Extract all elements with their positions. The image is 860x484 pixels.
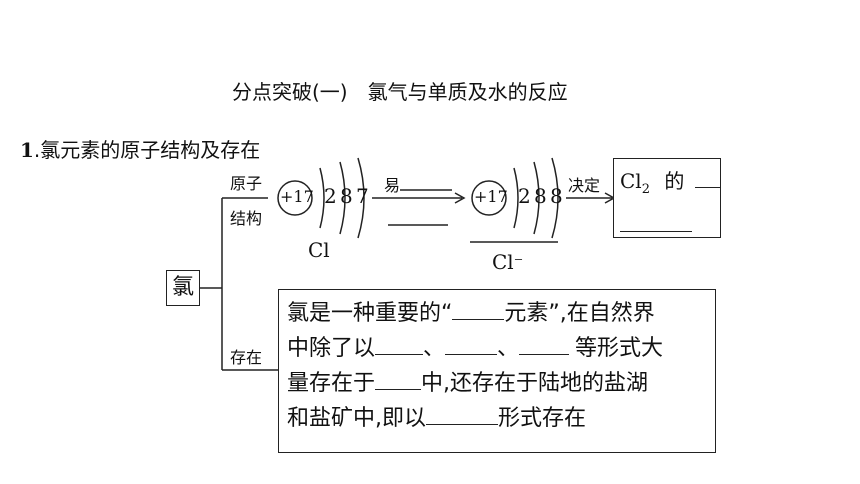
cl-ion-shell-1: 2 [518,184,531,208]
branch-label-structure-2: 结构 [230,209,263,228]
existence-text: 、 [497,336,520,362]
blank-existence-5 [375,366,422,391]
existence-text: 中除了以 [287,336,376,362]
cl-ion-charge: ⁻ [513,253,524,274]
existence-text: 中,还存在于陆地的盐湖 [421,371,649,397]
result-formula-sub: 2 [641,182,650,197]
existence-line-4: 和盐矿中,即以 形式存在 [287,401,707,436]
page-title: 分点突破(一) 氯气与单质及水的反应 [232,80,568,104]
blank-existence-6 [426,401,498,426]
section-heading-text: .氯元素的原子结构及存在 [33,138,261,162]
branch-label-structure-1: 原子 [230,174,263,193]
branch-label-existence: 存在 [230,348,263,367]
arrow-atom-to-ion-label: 易 [384,176,401,195]
existence-text: 氯是一种重要的“ [287,301,453,327]
existence-text: 形式存在 [498,406,587,432]
cl-ion-label: Cl⁻ [492,250,523,274]
cl-ion-shell-2-arc [533,161,540,235]
existence-box: 氯是一种重要的“ 元素”,在自然界 中除了以 、 、 等形式大 量存在于 中,还存在于陆地… [278,289,716,453]
existence-text: 、 [423,336,446,362]
cl-atom-shell-2-arc [339,161,346,235]
cl-atom-nucleus-circle [277,180,313,216]
root-element-box: 氯 [166,270,200,306]
blank-existence-2 [375,331,424,356]
result-formula: Cl [620,169,642,193]
existence-text: 元素”,在自然界 [504,301,655,327]
blank-existence-4 [519,331,570,356]
cl-ion-nucleus: +17 [474,187,508,206]
blank-existence-1 [452,296,505,321]
root-element-label: 氯 [171,275,194,300]
cl-atom-shell-1: 2 [324,184,337,208]
existence-line-3: 量存在于 中,还存在于陆地的盐湖 [287,366,707,401]
cl-atom-label: Cl [308,238,330,262]
cl-atom-shell-3: 7 [356,184,369,208]
cl-ion-symbol: Cl [492,250,514,274]
arrow-atom-to-ion-head [454,192,466,204]
blank-result-2 [620,211,692,232]
existence-text: 量存在于 [287,371,376,397]
result-box: Cl2 的 [613,158,721,238]
cl-atom-shell-1-arc [319,167,325,229]
cl-ion-shell-2: 8 [534,184,547,208]
section-number: 1 [20,138,34,162]
blank-result-1 [694,166,721,188]
existence-line-1: 氯是一种重要的“ 元素”,在自然界 [287,296,707,331]
result-suffix: 的 [664,169,685,193]
cl-atom-shell-2: 8 [340,184,353,208]
section-heading: 1.氯元素的原子结构及存在 [20,134,260,163]
existence-text: 和盐矿中,即以 [287,406,426,432]
arrow-ion-to-result-label: 决定 [568,176,601,195]
cl-ion-shell-3-arc [551,157,559,239]
existence-text: 等形式大 [575,336,664,362]
blank-existence-3 [445,331,498,356]
result-line-1: Cl2 的 [620,165,721,197]
cl-atom-nucleus: +17 [280,187,314,206]
existence-line-2: 中除了以 、 、 等形式大 [287,331,707,366]
cl-ion-nucleus-circle [471,180,507,216]
cl-atom-shell-3-arc [357,157,365,239]
cl-ion-shell-1-arc [513,167,519,229]
cl-ion-shell-3: 8 [550,184,563,208]
